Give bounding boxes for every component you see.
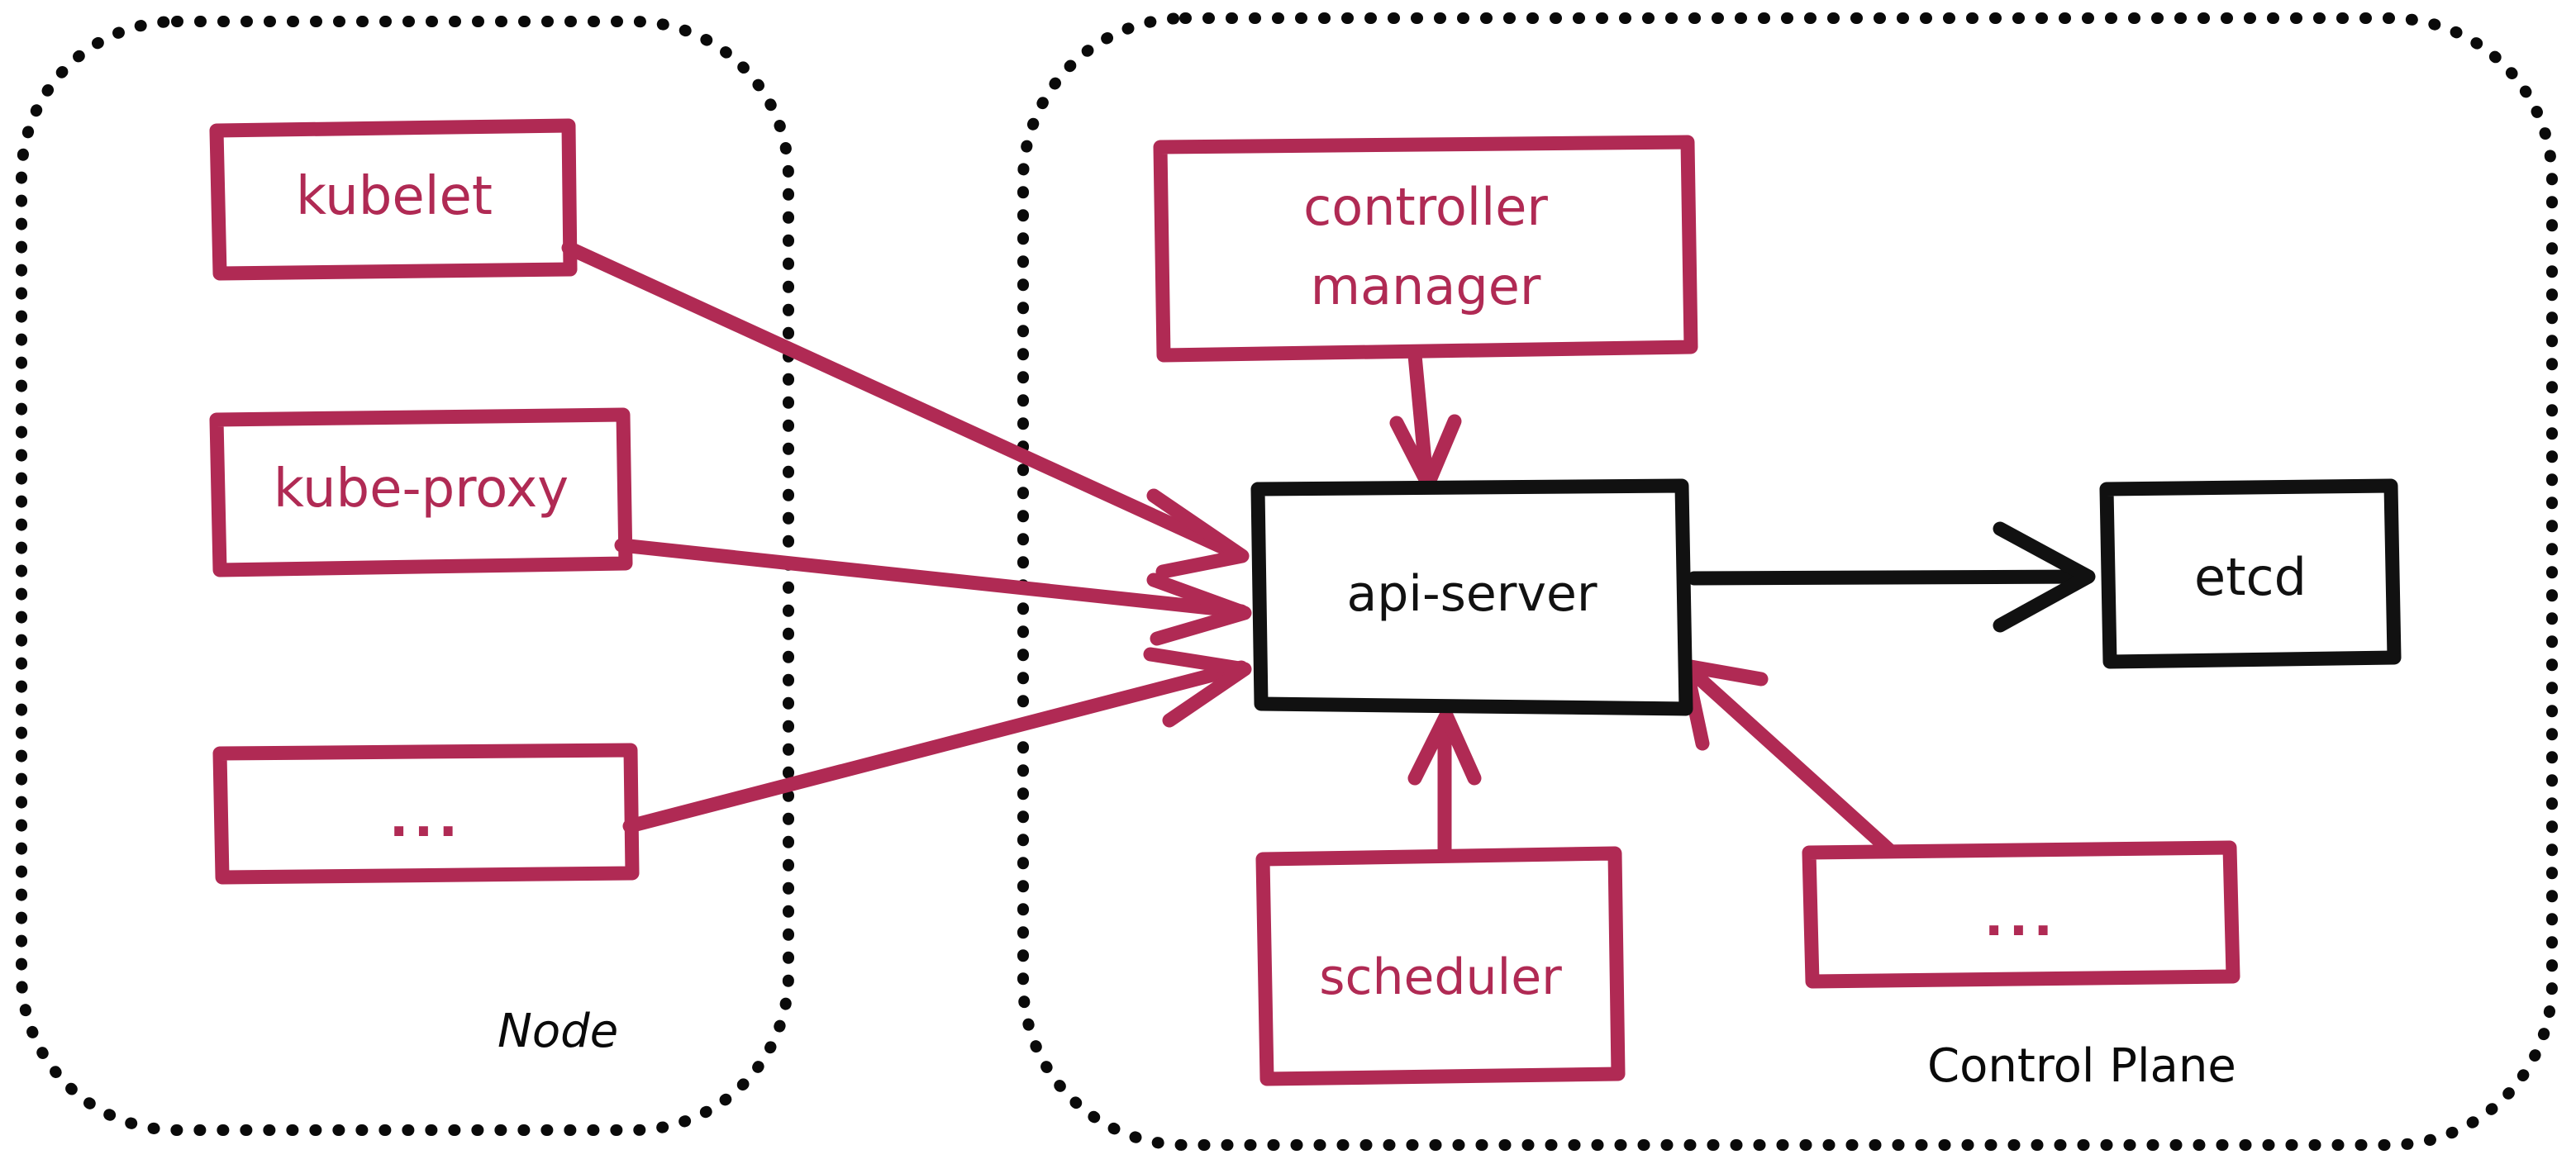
box-node-ellipsis[interactable] xyxy=(212,743,640,885)
group-node-border xyxy=(16,16,794,1136)
edge-scheduler-to-api-server xyxy=(1407,708,1482,858)
box-controller-manager[interactable] xyxy=(1153,135,1698,363)
box-scheduler[interactable] xyxy=(1255,846,1626,1086)
edge-kube-proxy-to-api-server xyxy=(614,538,1252,646)
edge-controller-manager-to-api-server xyxy=(1389,348,1462,492)
box-api-server[interactable] xyxy=(1250,478,1693,716)
box-kubelet[interactable] xyxy=(209,118,578,281)
group-caption-node: Node xyxy=(498,1005,619,1058)
edge-cp-ellipsis-to-api-server xyxy=(1678,658,1896,857)
group-caption-control-plane: Control Plane xyxy=(1927,1039,2236,1093)
edge-api-server-to-etcd xyxy=(1687,521,2096,633)
edge-kubelet-to-api-server xyxy=(561,240,1250,579)
box-kube-proxy[interactable] xyxy=(209,407,633,577)
box-cp-ellipsis[interactable] xyxy=(1802,840,2240,989)
edge-node-ellipsis-to-api-server xyxy=(622,647,1252,834)
box-etcd[interactable] xyxy=(2099,478,2402,669)
